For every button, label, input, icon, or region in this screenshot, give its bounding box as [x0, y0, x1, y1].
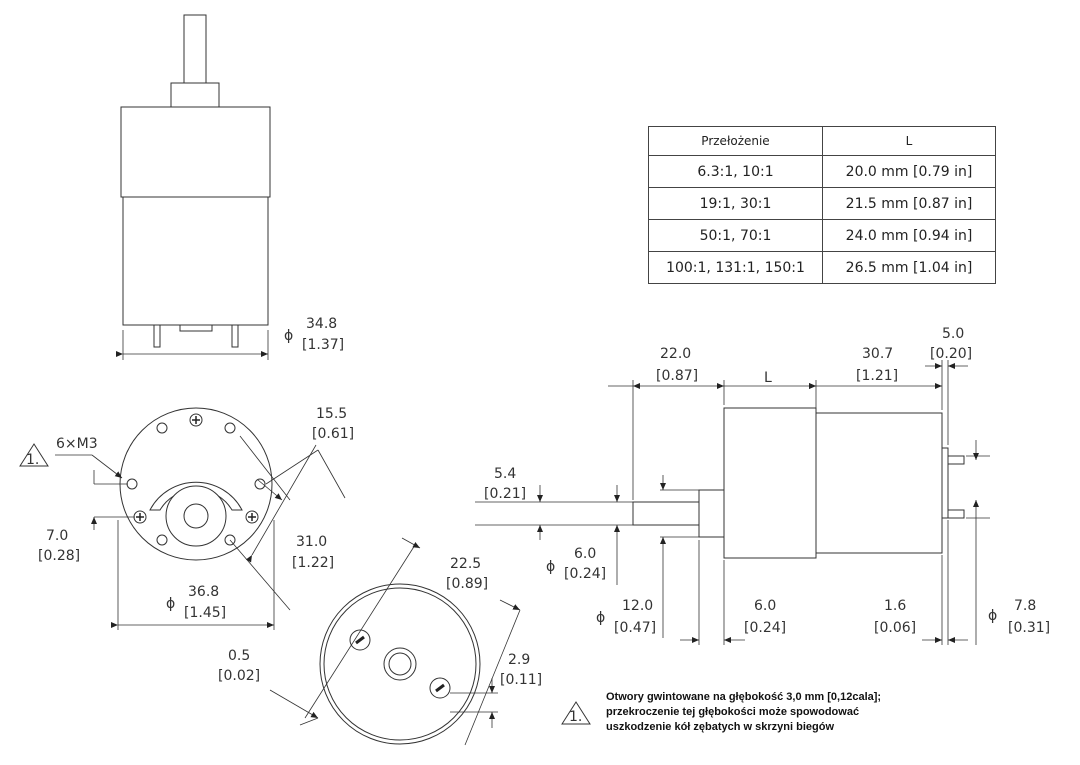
- table-row: 50:1, 70:1 24.0 mm [0.94 in]: [648, 219, 996, 252]
- motor-can: [122, 196, 269, 326]
- table-cell-length: 20.0 mm [0.79 in]: [822, 155, 996, 188]
- gearbox-face-view: [119, 407, 273, 561]
- output-shaft: [183, 14, 207, 84]
- note-line-3: uszkodzenie kół zębatych w skrzyni biegó…: [606, 721, 834, 733]
- table-row: 6.3:1, 10:1 20.0 mm [0.79 in]: [648, 155, 996, 188]
- table-row: 19:1, 30:1 21.5 mm [0.87 in]: [648, 187, 996, 220]
- table-header-length: L: [822, 126, 996, 156]
- terminal-slots: [355, 635, 445, 693]
- dim-22-0-mm: 22.0: [660, 346, 691, 362]
- shaft-collar: [170, 82, 220, 108]
- gearbox-body: [120, 106, 271, 198]
- motor-rear-view: [319, 583, 481, 745]
- dim-36-8-phi: ϕ: [166, 596, 175, 612]
- table-header-ratio: Przełożenie: [648, 126, 823, 156]
- dim-7-8-phi: ϕ: [988, 608, 997, 624]
- motor-top-view: [120, 14, 271, 348]
- dim-6xm3: 6×M3: [56, 436, 98, 452]
- dim-15-5-mm: 15.5: [316, 406, 347, 422]
- table-cell-ratio: 50:1, 70:1: [648, 219, 823, 252]
- dim-5-4-mm: 5.4: [494, 466, 516, 482]
- note-marker-triangle: [19, 443, 49, 467]
- table-cell-length: 26.5 mm [1.04 in]: [822, 251, 996, 284]
- dim-7-0-in: [0.28]: [38, 548, 80, 564]
- side-collar: [698, 489, 725, 538]
- side-terminal-top: [947, 455, 965, 465]
- table-cell-length: 21.5 mm [0.87 in]: [822, 187, 996, 220]
- dim-36-8-in: [1.45]: [184, 605, 226, 621]
- terminal-left: [153, 324, 161, 348]
- dim-6-0-phi: ϕ: [546, 559, 555, 575]
- screw-crosses: [136, 416, 256, 521]
- side-gearbox: [723, 407, 817, 559]
- dim-36-8-mm: 36.8: [188, 584, 219, 600]
- dim-34-8: [116, 330, 269, 360]
- side-shaft: [632, 501, 700, 526]
- table-cell-ratio: 100:1, 131:1, 150:1: [648, 251, 823, 284]
- shaft-hole: [183, 503, 209, 529]
- dim-L: L: [764, 370, 772, 386]
- table-cell-ratio: 6.3:1, 10:1: [648, 155, 823, 188]
- dim-6-0-in: [0.24]: [744, 620, 786, 636]
- dim-22-0-in: [0.87]: [656, 368, 698, 384]
- dim-6-0-dia-in: [0.24]: [564, 566, 606, 582]
- note-line-1: Otwory gwintowane na głębokość 3,0 mm [0…: [606, 691, 881, 703]
- bearing-inner: [388, 652, 412, 676]
- side-dim-lines: [475, 360, 990, 645]
- motor-side-view: [632, 407, 965, 559]
- dim-5-0-mm: 5.0: [942, 326, 964, 342]
- dim-34-8-in: [1.37]: [302, 337, 344, 353]
- dim-34-8-mm: 34.8: [306, 316, 337, 332]
- gear-ratio-table: Przełożenie L 6.3:1, 10:1 20.0 mm [0.79 …: [648, 126, 996, 284]
- side-motor-can: [815, 412, 943, 554]
- dim-7-8-mm: 7.8: [1014, 598, 1036, 614]
- table-row: 100:1, 131:1, 150:1 26.5 mm [1.04 in]: [648, 251, 996, 284]
- mount-hole: [156, 534, 168, 546]
- dim-30-7-in: [1.21]: [856, 368, 898, 384]
- dim-22-5-in: [0.89]: [446, 576, 488, 592]
- dim-7-8-in: [0.31]: [1008, 620, 1050, 636]
- dim-5-0-in: [0.20]: [930, 346, 972, 362]
- dim-phi: ϕ: [284, 328, 293, 344]
- mount-hole: [254, 478, 266, 490]
- end-cap-bump: [179, 324, 213, 332]
- dim-22-5-mm: 22.5: [450, 556, 481, 572]
- side-end-cap: [941, 447, 949, 519]
- mount-hole: [156, 422, 168, 434]
- dim-31-0-in: [1.22]: [292, 555, 334, 571]
- table-cell-ratio: 19:1, 30:1: [648, 187, 823, 220]
- terminal-right: [231, 324, 239, 348]
- dim-2-9-mm: 2.9: [508, 652, 530, 668]
- dim-12-0-in: [0.47]: [614, 620, 656, 636]
- dim-5-4-in: [0.21]: [484, 486, 526, 502]
- mount-hole: [126, 478, 138, 490]
- dim-7-0-mm: 7.0: [46, 528, 68, 544]
- rear-dim-lines: [269, 537, 521, 746]
- dim-12-0-mm: 12.0: [622, 598, 653, 614]
- dim-12-0-phi: ϕ: [596, 610, 605, 626]
- dim-31-0-mm: 31.0: [296, 534, 327, 550]
- dim-6-0-dia-mm: 6.0: [574, 546, 596, 562]
- note-marker-label: 1.: [26, 452, 39, 468]
- dim-30-7-mm: 30.7: [862, 346, 893, 362]
- side-terminal-bottom: [947, 509, 965, 519]
- mount-hole: [224, 422, 236, 434]
- note-triangle-label: 1.: [569, 709, 582, 725]
- dim-1-6-mm: 1.6: [884, 598, 906, 614]
- dim-0-5-mm: 0.5: [228, 648, 250, 664]
- dim-6-0-mm: 6.0: [754, 598, 776, 614]
- dim-0-5-in: [0.02]: [218, 668, 260, 684]
- table-cell-length: 24.0 mm [0.94 in]: [822, 219, 996, 252]
- note-triangle: [561, 701, 591, 725]
- note-line-2: przekroczenie tej głębokości może spowod…: [606, 706, 859, 718]
- table-header-row: Przełożenie L: [648, 126, 996, 156]
- dim-1-6-in: [0.06]: [874, 620, 916, 636]
- dim-2-9-in: [0.11]: [500, 672, 542, 688]
- face-dim-lines: [55, 435, 346, 630]
- dim-15-5-in: [0.61]: [312, 426, 354, 442]
